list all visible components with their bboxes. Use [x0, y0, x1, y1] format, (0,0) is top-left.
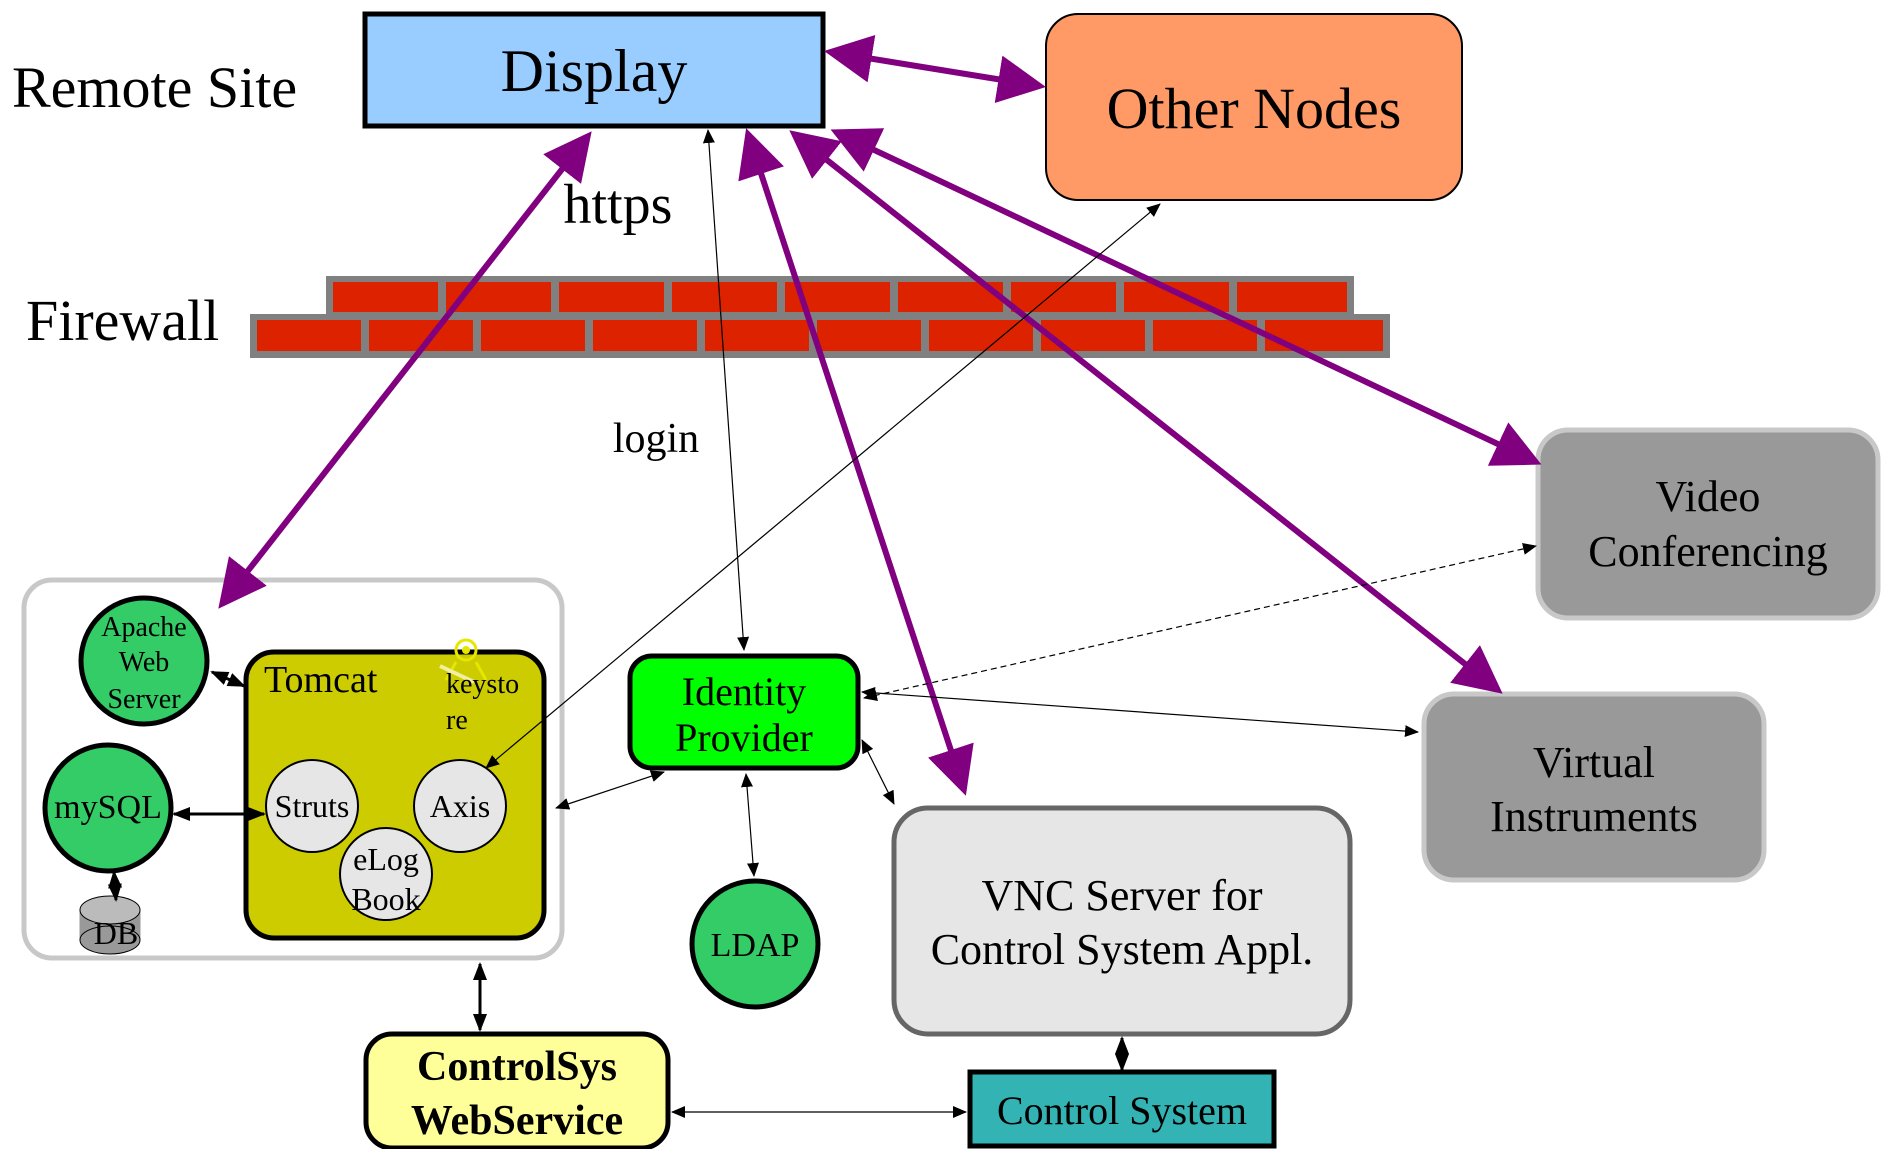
elogbook-label-1: eLog: [353, 841, 419, 877]
video-conferencing-node[interactable]: Video Conferencing: [1535, 427, 1881, 621]
controlsys-webservice-label-1: ControlSys: [417, 1044, 617, 1090]
ldap-node[interactable]: LDAP: [689, 878, 821, 1010]
short-links: [107, 670, 1129, 1072]
elogbook-node[interactable]: eLog Book: [339, 827, 433, 921]
thin-links: [485, 129, 1537, 1118]
tomcat-node[interactable]: Tomcat: [243, 649, 547, 941]
display-label: Display: [501, 38, 688, 104]
control-system-node[interactable]: Control System: [967, 1069, 1277, 1149]
remote-site-label: Remote Site: [12, 55, 297, 120]
controlsys-webservice-node[interactable]: ControlSys WebService: [363, 1031, 671, 1149]
mysql-label: mySQL: [54, 789, 162, 826]
vnc-server-label-2: Control System Appl.: [931, 925, 1314, 974]
apache-label-3: Server: [107, 684, 181, 715]
virtual-instruments-label-2: Instruments: [1490, 792, 1698, 841]
link-identity-vnc: [861, 739, 895, 805]
apache-label-2: Web: [119, 647, 170, 678]
tomcat-label: Tomcat: [264, 659, 378, 701]
identity-provider-label-1: Identity: [682, 669, 806, 714]
struts-node[interactable]: Struts: [265, 759, 359, 853]
https-label: https: [564, 174, 673, 236]
elogbook-label-2: Book: [351, 881, 420, 917]
axis-label: Axis: [430, 788, 490, 824]
db-label: DB: [94, 915, 138, 951]
link-display-virtual-instruments: [789, 130, 1503, 694]
identity-provider-label-2: Provider: [675, 715, 813, 760]
keystore-icon: [439, 638, 488, 684]
identity-provider-node[interactable]: Identity Provider: [627, 653, 861, 771]
keystore-label-1: keysto: [446, 669, 519, 700]
apache-label-1: Apache: [101, 612, 187, 643]
link-identity-ldap: [741, 773, 759, 877]
link-display-other-nodes: [824, 35, 1046, 103]
video-conferencing-label-2: Conferencing: [1588, 527, 1827, 576]
link-apache-tomcat: [210, 670, 246, 688]
link-display-video-conferencing: [830, 128, 1542, 466]
link-identity-video-conferencing: [863, 543, 1537, 701]
link-mysql-db: [107, 870, 123, 902]
virtual-instruments-node[interactable]: Virtual Instruments: [1421, 691, 1767, 883]
apache-web-server-node[interactable]: Apache Web Server: [78, 595, 210, 727]
firewall-label: Firewall: [26, 288, 219, 353]
link-tomcat-identity: [555, 770, 665, 810]
controlsys-webservice-label-2: WebService: [411, 1098, 623, 1144]
ldap-label: LDAP: [711, 927, 800, 964]
link-display-apache: [218, 131, 592, 609]
video-conferencing-label-1: Video: [1656, 472, 1761, 521]
vnc-server-label-1: VNC Server for: [981, 871, 1262, 920]
struts-label: Struts: [275, 788, 350, 824]
keystore-label-2: re: [446, 705, 468, 736]
link-axis-other-nodes: [485, 203, 1161, 769]
display-node[interactable]: Display: [362, 11, 826, 129]
virtual-instruments-label-1: Virtual: [1533, 738, 1655, 787]
other-nodes-node[interactable]: Other Nodes: [1045, 13, 1463, 201]
login-label: login: [613, 416, 699, 462]
other-nodes-label: Other Nodes: [1107, 76, 1402, 141]
control-system-label: Control System: [997, 1088, 1247, 1133]
link-display-identity-login: [702, 129, 750, 651]
vnc-server-node[interactable]: VNC Server for Control System Appl.: [891, 805, 1353, 1037]
db-node[interactable]: DB: [79, 895, 141, 955]
axis-node[interactable]: Axis: [413, 759, 507, 853]
mysql-node[interactable]: mySQL: [42, 742, 174, 874]
